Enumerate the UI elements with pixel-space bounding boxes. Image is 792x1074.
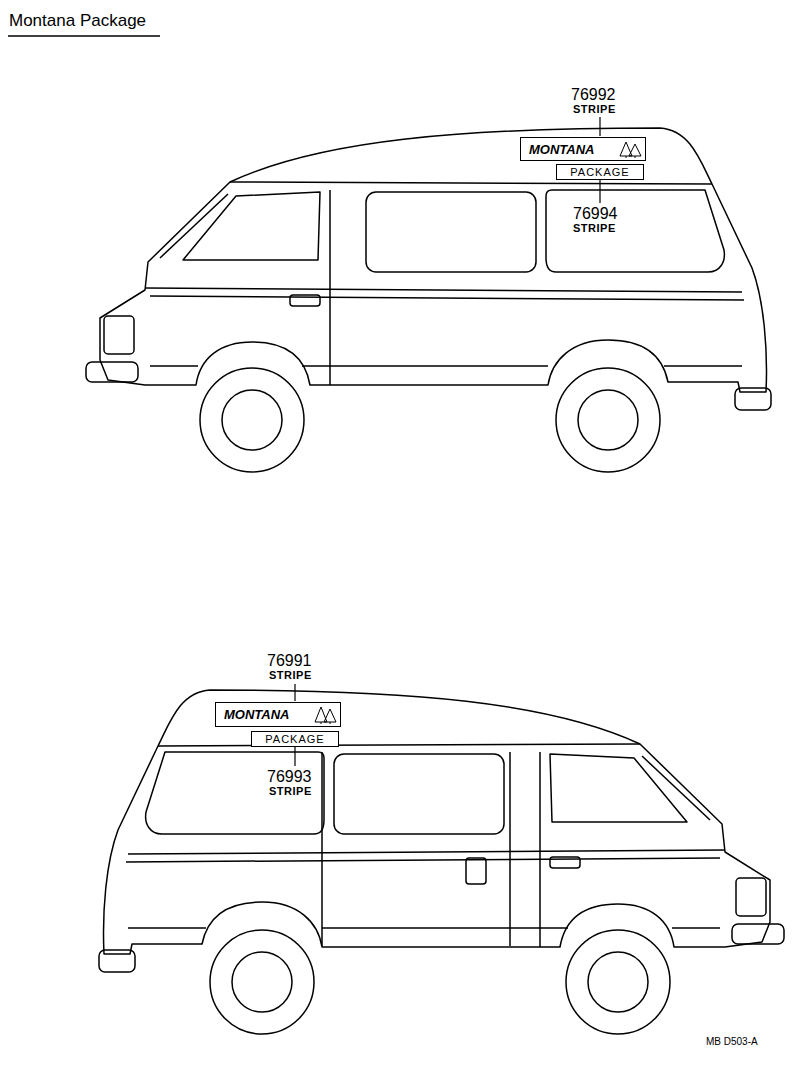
van-line: [321, 752, 323, 946]
tree-icon: [315, 707, 336, 724]
tree-icon: [618, 140, 642, 158]
part-number: 76991: [267, 652, 312, 670]
part-number: 76992: [571, 86, 616, 104]
lower-van: [99, 690, 784, 1034]
package-decal: PACKAGE: [556, 164, 644, 180]
decal-text: MONTANA: [216, 708, 340, 721]
logo-decal: MONTANA: [520, 137, 646, 161]
part-number: 76994: [573, 205, 618, 223]
part-name: STRIPE: [573, 103, 616, 115]
leader-lines: [295, 117, 600, 766]
part-number: 76993: [267, 768, 312, 786]
drawing-code: MB D503-A: [706, 1036, 758, 1047]
van-line: [466, 858, 486, 884]
logo-decal: MONTANA: [215, 702, 341, 727]
van-line: [599, 117, 600, 136]
van-line: [294, 684, 295, 701]
tree-icon: [620, 142, 641, 158]
part-name: STRIPE: [573, 222, 616, 234]
upper-van: [86, 128, 771, 472]
decal-text: PACKAGE: [557, 167, 643, 178]
part-name: STRIPE: [269, 669, 312, 681]
sliding-door: [322, 752, 510, 946]
package-decal: PACKAGE: [251, 731, 339, 747]
title-underline: [8, 35, 160, 37]
diagram-title: Montana Package: [9, 12, 146, 31]
part-name: STRIPE: [269, 785, 312, 797]
van-line: [599, 180, 600, 203]
tree-icon: [313, 705, 337, 724]
decal-text: MONTANA: [521, 143, 645, 156]
van-line: [509, 752, 511, 946]
decal-text: PACKAGE: [252, 734, 338, 745]
van-line: [294, 747, 295, 766]
